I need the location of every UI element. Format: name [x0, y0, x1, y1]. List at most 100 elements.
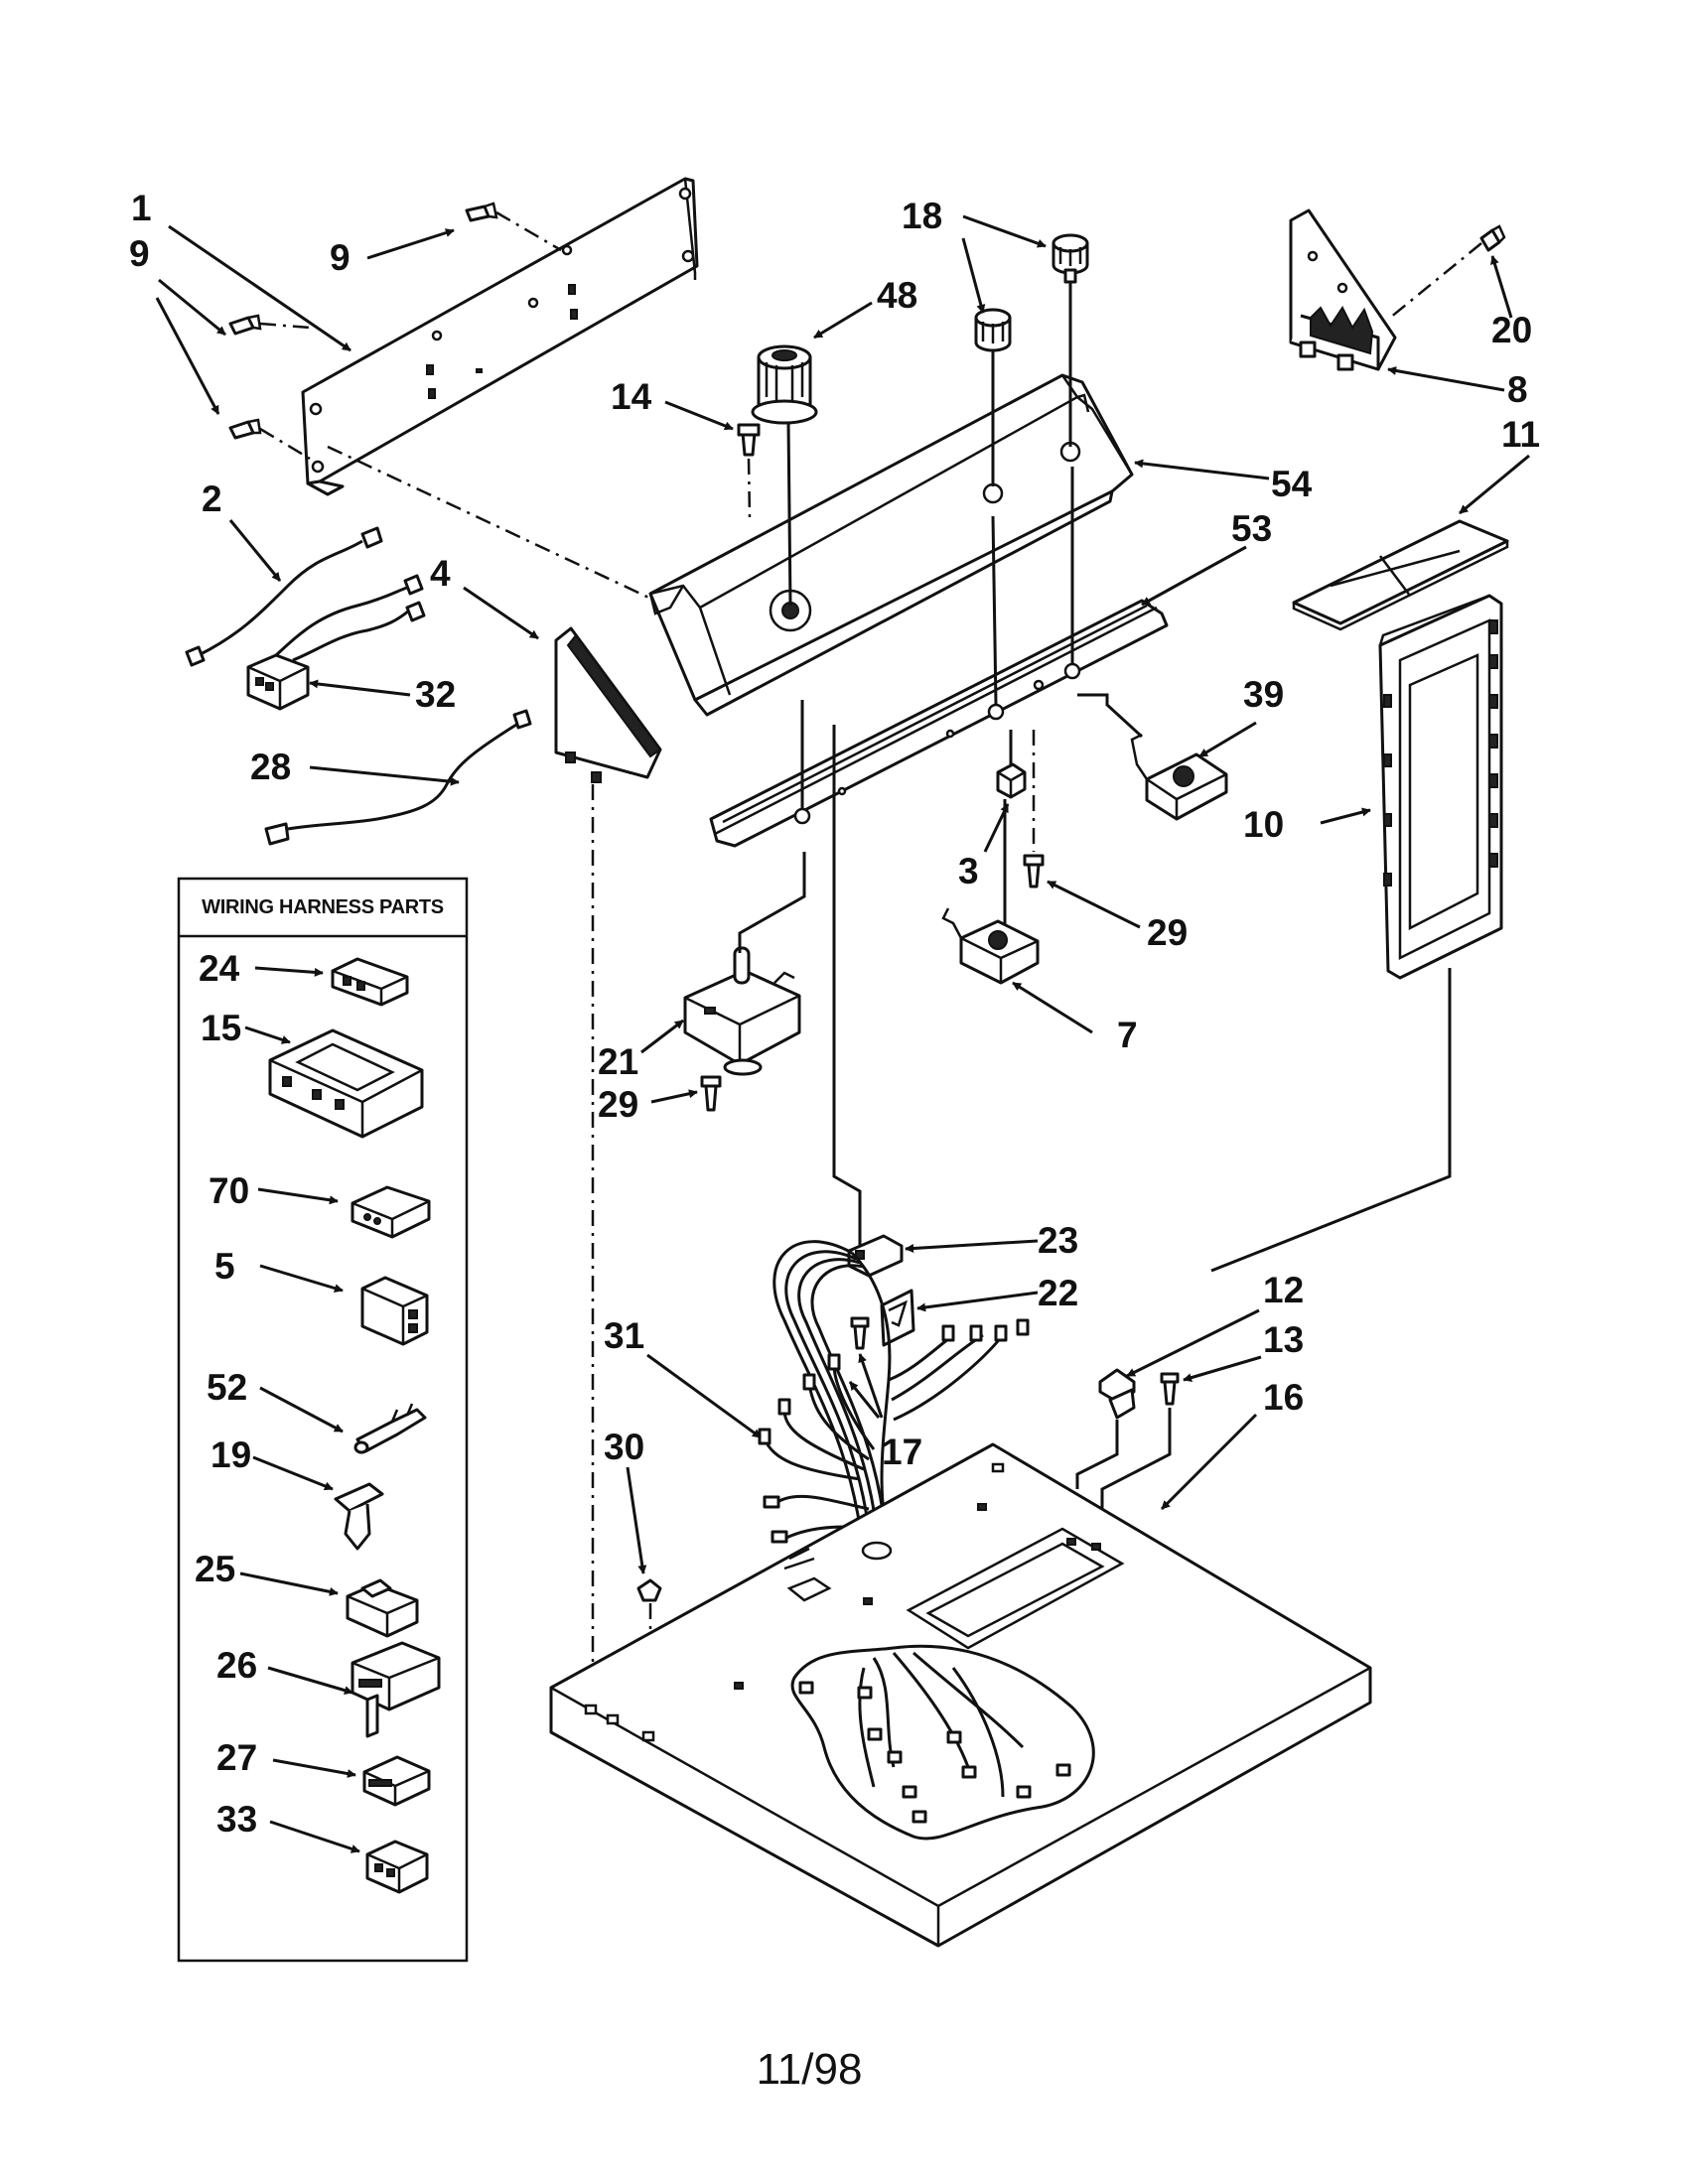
part-48-knob	[751, 344, 818, 425]
screw-20-line	[1389, 242, 1482, 319]
part-8-end-cap	[1289, 208, 1397, 371]
harness-part-15	[268, 1028, 424, 1139]
callout-9: 9	[129, 233, 150, 274]
callout-30: 30	[604, 1427, 644, 1467]
callout-53: 53	[1231, 508, 1272, 549]
callout-21: 21	[598, 1041, 638, 1082]
part-9-screw-lower	[228, 418, 262, 440]
lower-harness-terminals	[798, 1681, 1071, 1824]
part-11-cover	[1292, 519, 1509, 631]
harness-part-70	[351, 1185, 431, 1239]
callout-26: 26	[216, 1645, 257, 1686]
part-29-screw-lower	[700, 1075, 722, 1112]
part-1-bracket	[301, 177, 699, 496]
callout-19: 19	[210, 1434, 251, 1475]
harness-part-5	[360, 1276, 429, 1346]
callout-20: 20	[1491, 310, 1532, 350]
callout-28: 28	[250, 747, 291, 787]
part-22-bracket	[880, 1289, 915, 1347]
callout-5: 5	[214, 1246, 235, 1287]
callout-33: 33	[216, 1799, 257, 1840]
part-9-screw-middle	[228, 314, 262, 336]
callout-39: 39	[1243, 674, 1284, 715]
callout-11: 11	[1501, 414, 1540, 455]
part-30-clip	[636, 1578, 662, 1602]
callout-48: 48	[877, 275, 917, 316]
part-12-clip	[1098, 1368, 1136, 1420]
callout-18: 18	[902, 196, 942, 236]
callout-31: 31	[604, 1315, 644, 1356]
part-39-switch	[1130, 733, 1228, 821]
callout-2: 2	[202, 478, 222, 519]
bracket-to-console-line	[327, 445, 656, 603]
callout-1: 1	[131, 188, 152, 228]
callout-7: 7	[1117, 1015, 1138, 1055]
timer-wire-line	[738, 852, 806, 953]
callout-16: 16	[1263, 1377, 1304, 1418]
harness-part-24	[331, 957, 409, 1007]
callout-3: 3	[958, 851, 979, 891]
part-28-wire	[264, 709, 532, 846]
harness-part-19	[334, 1482, 384, 1551]
part-23-connector	[847, 1234, 904, 1278]
screw-9-leader-middle	[259, 322, 311, 330]
callout-25: 25	[195, 1549, 235, 1589]
part-7-switch	[941, 907, 1040, 985]
callout-70: 70	[209, 1170, 249, 1211]
callout-27: 27	[216, 1737, 257, 1778]
wiring-harness-parts-box	[177, 877, 469, 1963]
callout-17: 17	[882, 1432, 922, 1472]
footer-date: 11/98	[756, 2045, 863, 2094]
lower-wire-harness	[790, 1644, 1095, 1841]
callout-54: 54	[1271, 464, 1313, 504]
callout-22: 22	[1038, 1273, 1078, 1313]
callout-32: 32	[415, 674, 456, 715]
part-53-rail	[709, 599, 1169, 848]
part-2-wire	[185, 526, 383, 667]
part-16-cabinet-top	[549, 1442, 1372, 1948]
part-21-timer	[683, 946, 801, 1076]
rail-to-harness-line	[832, 725, 862, 1246]
callout-29: 29	[598, 1084, 638, 1125]
callout-8: 8	[1507, 369, 1528, 410]
clip-12-line	[1075, 1420, 1119, 1489]
harness-part-27	[362, 1755, 431, 1807]
part-20-screw	[1479, 224, 1506, 252]
callout-9: 9	[330, 237, 351, 278]
wiring-harness-parts-title: WIRING HARNESS PARTS	[202, 895, 444, 918]
callout-23: 23	[1038, 1220, 1078, 1261]
harness-part-26	[351, 1641, 441, 1738]
part-10-housing	[1378, 594, 1503, 980]
callout-arrows	[155, 214, 1530, 1853]
harness-part-52	[353, 1403, 427, 1454]
console-hole-line-b	[991, 515, 998, 706]
callout-labels: 1 9 9 2 32 28 4 18 48 14 20 8 54 11 53 3…	[129, 188, 1540, 1840]
part-3-switch	[996, 762, 1027, 799]
callout-52: 52	[207, 1367, 247, 1408]
part-14-screw	[737, 423, 761, 457]
part-32-wire-connector	[246, 574, 426, 711]
part-18-knob-large	[1052, 233, 1089, 284]
housing-to-cabinet-line	[1210, 968, 1452, 1273]
callout-24: 24	[199, 948, 240, 989]
switch-39-line	[1077, 693, 1144, 739]
harness-part-33	[365, 1840, 429, 1894]
part-4-end-cap	[554, 626, 662, 783]
knob-48-to-console-line	[786, 421, 792, 607]
part-29-screw-upper	[1023, 854, 1045, 888]
part-9-screw-top	[465, 202, 498, 222]
part-13-screw	[1160, 1372, 1180, 1406]
callout-29: 29	[1147, 912, 1188, 953]
screw-9-leader-top	[495, 210, 562, 252]
harness-part-25	[346, 1578, 419, 1638]
part-17-screw	[850, 1316, 870, 1350]
callout-15: 15	[201, 1008, 241, 1048]
callout-14: 14	[611, 376, 652, 417]
part-54-console	[648, 373, 1134, 717]
callout-4: 4	[430, 553, 451, 594]
callout-13: 13	[1263, 1319, 1304, 1360]
screw-9-leader-lower	[259, 427, 311, 461]
callout-10: 10	[1243, 804, 1284, 845]
housing-tabs	[1383, 619, 1498, 887]
